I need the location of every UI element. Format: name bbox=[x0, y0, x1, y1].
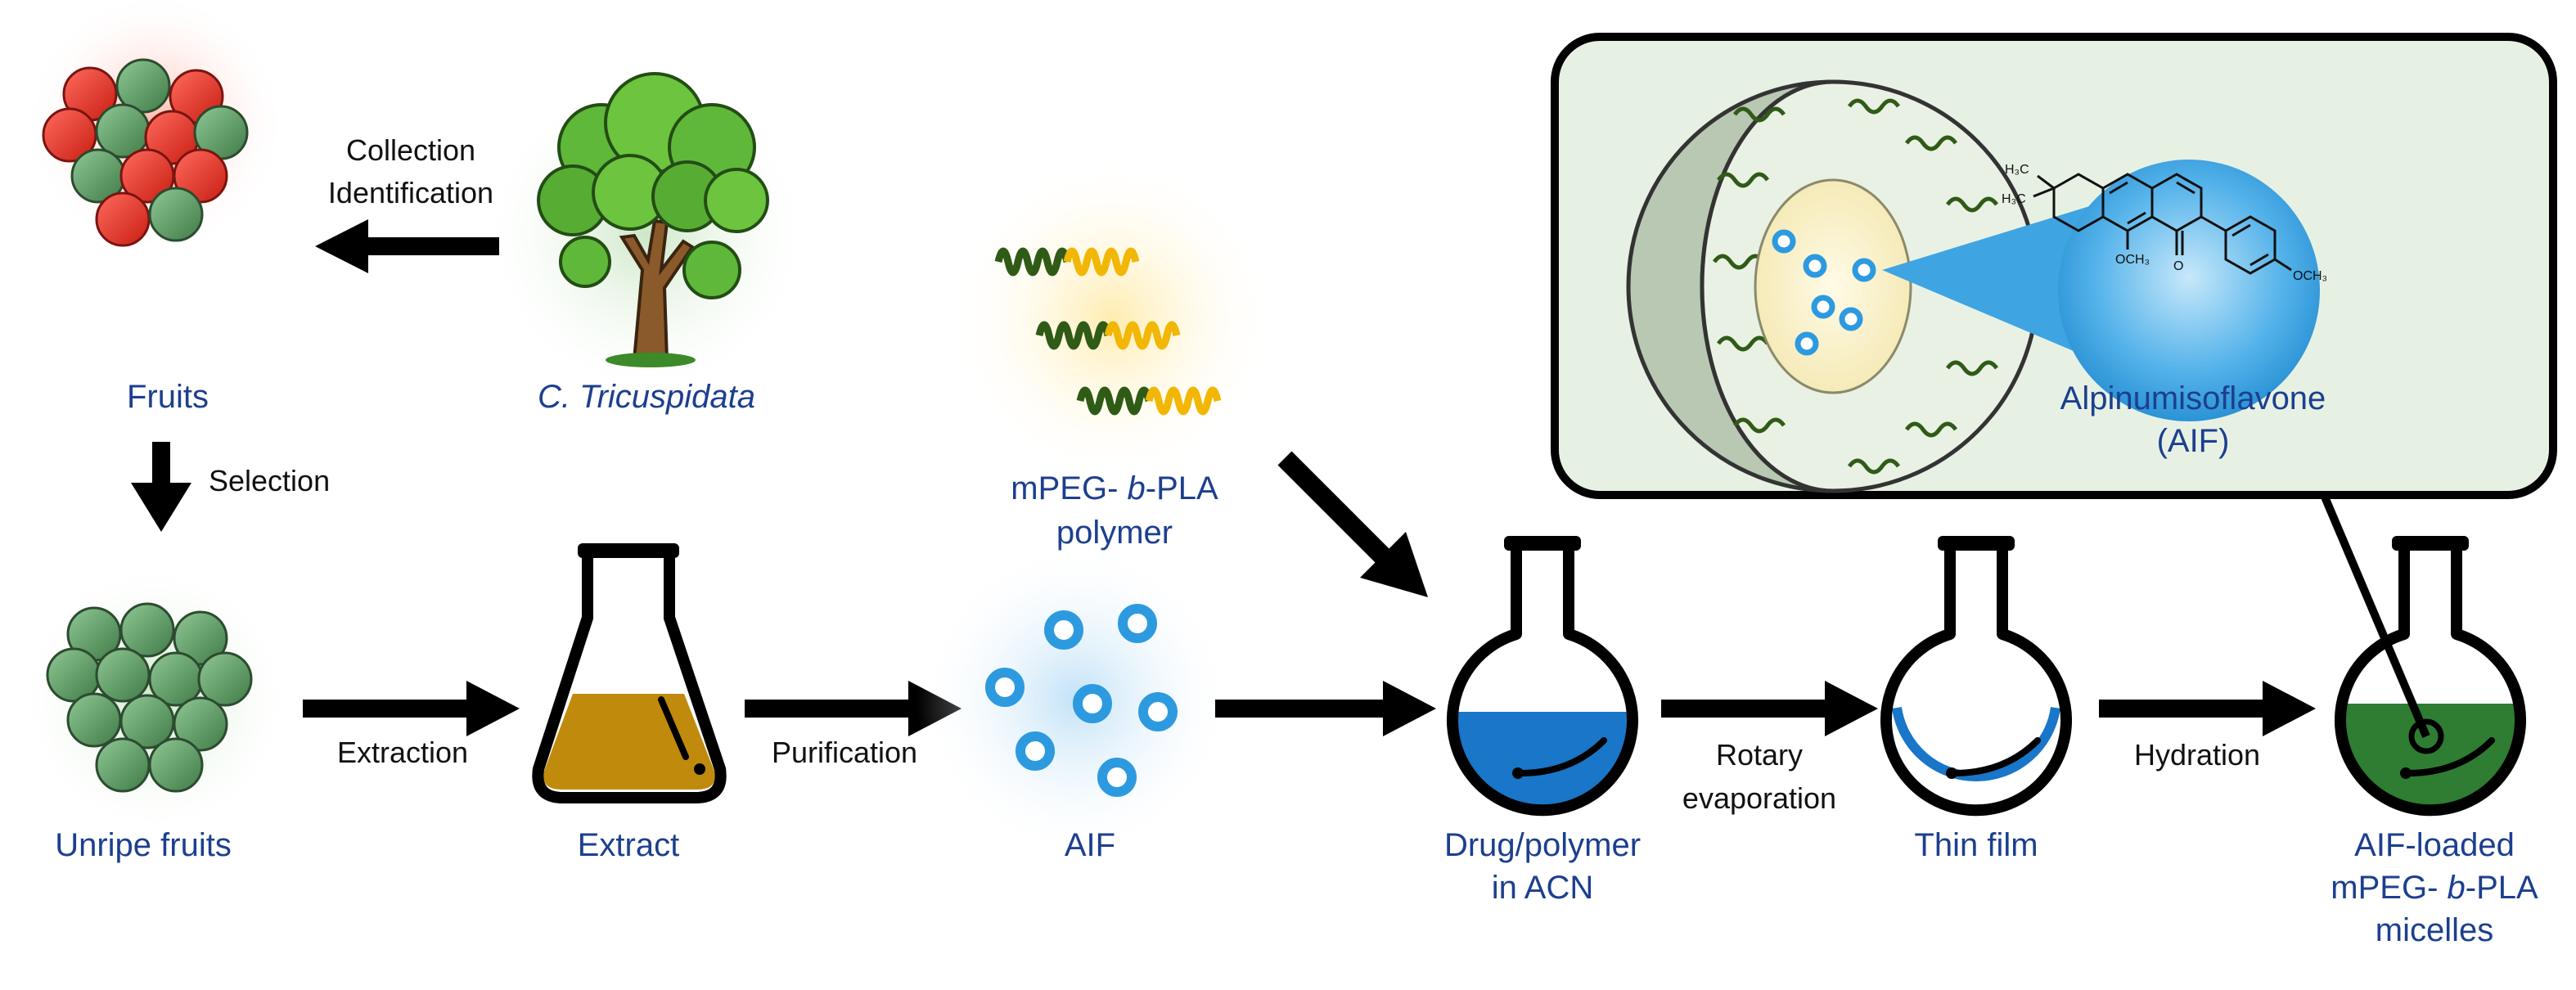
step-selection: Selection bbox=[209, 464, 330, 497]
step-extraction: Extraction bbox=[337, 736, 468, 769]
polymer-label-1: mPEG- b-PLA bbox=[1011, 470, 1218, 506]
micelle-prefix: mPEG- bbox=[2331, 870, 2438, 906]
step-collection: Collection bbox=[346, 133, 475, 167]
step-rotary-1: Rotary bbox=[1716, 738, 1803, 772]
extract-label: Extract bbox=[578, 827, 679, 863]
step-identification: Identification bbox=[328, 176, 493, 209]
molecule-structure-icon bbox=[2033, 173, 2292, 275]
round-flask-icon bbox=[2335, 536, 2526, 817]
italic-b: b bbox=[1128, 470, 1146, 506]
arrow-hydration bbox=[2099, 681, 2316, 736]
arrow-rotary bbox=[1661, 681, 1878, 736]
micelle-label-2: mPEG- b-PLA bbox=[2331, 870, 2538, 906]
h3c-label-a: H₃C bbox=[2005, 163, 2029, 177]
unripe-label: Unripe fruits bbox=[55, 827, 232, 863]
fruit-cluster-icon bbox=[42, 58, 249, 247]
alpinumisoflavone-bubble bbox=[2058, 160, 2320, 421]
aif-particle-icon bbox=[985, 604, 1178, 797]
suffix: -PLA bbox=[1146, 470, 1218, 506]
fruit-cluster-icon bbox=[46, 602, 253, 793]
arrow-polymer-to-drug bbox=[1277, 451, 1428, 597]
step-hydration: Hydration bbox=[2134, 738, 2260, 772]
film-label: Thin film bbox=[1914, 827, 2038, 863]
drug-label-2: in ACN bbox=[1492, 870, 1594, 906]
tree-label: C. Tricuspidata bbox=[538, 379, 755, 415]
micelle-icon bbox=[1626, 79, 2095, 493]
h3c-label-b: H₃C bbox=[2002, 192, 2026, 206]
och3-label-b: OCH₃ bbox=[2293, 269, 2327, 283]
step-rotary-2: evaporation bbox=[1682, 781, 1836, 815]
step-purification: Purification bbox=[772, 736, 917, 769]
alp-label-1: Alpinumisoflavone bbox=[2060, 380, 2326, 416]
och3-label-a: OCH₃ bbox=[2115, 253, 2150, 267]
round-flask-icon bbox=[1880, 536, 2072, 817]
polymer-prefix: mPEG- bbox=[1011, 470, 1118, 506]
arrow-extraction bbox=[303, 681, 520, 736]
micelle-label-1: AIF-loaded bbox=[2354, 827, 2515, 863]
fruits-label: Fruits bbox=[127, 379, 209, 415]
arrow-tree-to-fruits bbox=[315, 219, 499, 273]
aif-label: AIF bbox=[1065, 827, 1115, 863]
arrow-selection bbox=[131, 442, 191, 532]
o-label: O bbox=[2173, 259, 2183, 273]
tree-icon bbox=[537, 72, 769, 367]
alp-label-2: (AIF) bbox=[2157, 423, 2230, 459]
drug-label-1: Drug/polymer bbox=[1444, 827, 1641, 863]
suffix: -PLA bbox=[2466, 870, 2538, 906]
micelle-label-3: micelles bbox=[2376, 912, 2493, 948]
italic-b: b bbox=[2448, 870, 2466, 906]
polymer-chain-icon bbox=[994, 247, 1222, 416]
erlenmeyer-flask-icon bbox=[532, 543, 727, 803]
round-flask-icon bbox=[1447, 536, 1638, 817]
arrow-aif-to-drug bbox=[1215, 681, 1436, 736]
